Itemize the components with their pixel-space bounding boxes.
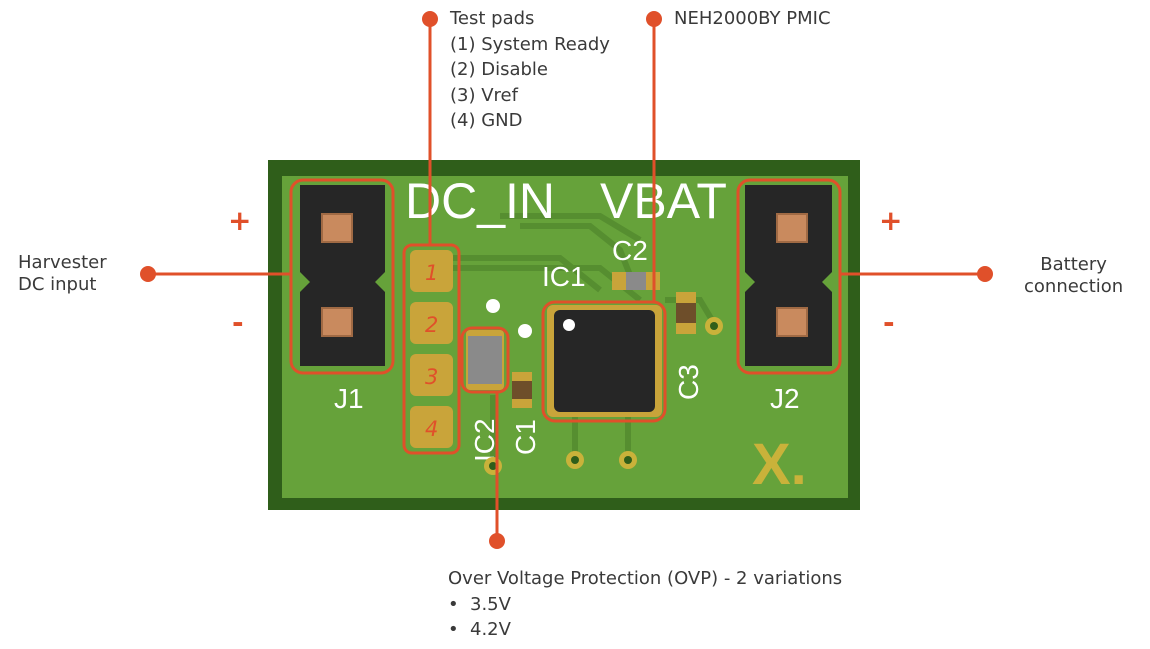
- test-pads: [410, 250, 453, 448]
- ic1-chip: [547, 305, 662, 417]
- test-pads-item-1: (1) System Ready: [450, 33, 610, 55]
- test-pads-callout: Test pads (1) System Ready (2) Disable (…: [450, 6, 610, 134]
- test-pad-2-number: 2: [425, 313, 438, 337]
- silkscreen-ic2: IC2: [469, 418, 500, 462]
- silkscreen-j1: J1: [334, 383, 364, 414]
- highlight-ic2: [460, 326, 510, 394]
- pmic-title: NEH2000BY PMIC: [674, 8, 831, 29]
- ovp-item-2: 4.2V: [448, 619, 511, 640]
- capacitor-c1: [512, 372, 532, 408]
- pmic-callout: NEH2000BY PMIC: [674, 6, 831, 32]
- battery-callout: Battery connection: [1024, 254, 1123, 298]
- test-pad-4-number: 4: [425, 417, 438, 441]
- battery-line-2: connection: [1024, 276, 1124, 297]
- silkscreen-dc-in: DC_IN: [405, 173, 555, 229]
- silkscreen-c1: C1: [510, 419, 541, 455]
- ic2-chip: [466, 330, 504, 390]
- harvester-callout: Harvester DC input: [18, 252, 107, 296]
- connector-j1: [300, 185, 385, 366]
- battery-line-1: Battery: [1040, 254, 1107, 275]
- test-pads-title: Test pads: [450, 8, 535, 29]
- highlight-j2: [736, 178, 842, 375]
- polarity-minus-right: -: [883, 306, 895, 339]
- silkscreen-c3: C3: [673, 364, 704, 400]
- connector-j2: [745, 185, 832, 366]
- capacitor-c2: [612, 272, 660, 290]
- ovp-item-1: 3.5V: [448, 594, 511, 615]
- silkscreen-vbat: VBAT: [600, 173, 727, 229]
- capacitor-c3: [676, 292, 696, 334]
- highlight-ic1: [541, 300, 667, 423]
- harvester-line-1: Harvester: [18, 252, 107, 273]
- polarity-plus-left: +: [228, 204, 251, 237]
- test-pads-item-2: (2) Disable: [450, 59, 548, 80]
- polarity-plus-right: +: [879, 204, 902, 237]
- callout-dots: [140, 11, 993, 549]
- silkscreen-j2: J2: [770, 383, 800, 414]
- test-pad-3-number: 3: [425, 365, 438, 389]
- logo: X.: [752, 432, 807, 497]
- highlight-j1: [289, 178, 395, 375]
- test-pads-item-4: (4) GND: [450, 110, 523, 131]
- callout-graphics: [148, 19, 985, 541]
- silkscreen-c2: C2: [612, 235, 648, 266]
- test-pad-1-number: 1: [425, 261, 438, 285]
- harvester-line-2: DC input: [18, 274, 97, 295]
- test-pads-item-3: (3) Vref: [450, 84, 518, 106]
- ovp-callout-title: Over Voltage Protection (OVP) - 2 variat…: [448, 568, 843, 589]
- polarity-minus-left: -: [232, 306, 244, 339]
- silkscreen-ic1: IC1: [542, 261, 586, 292]
